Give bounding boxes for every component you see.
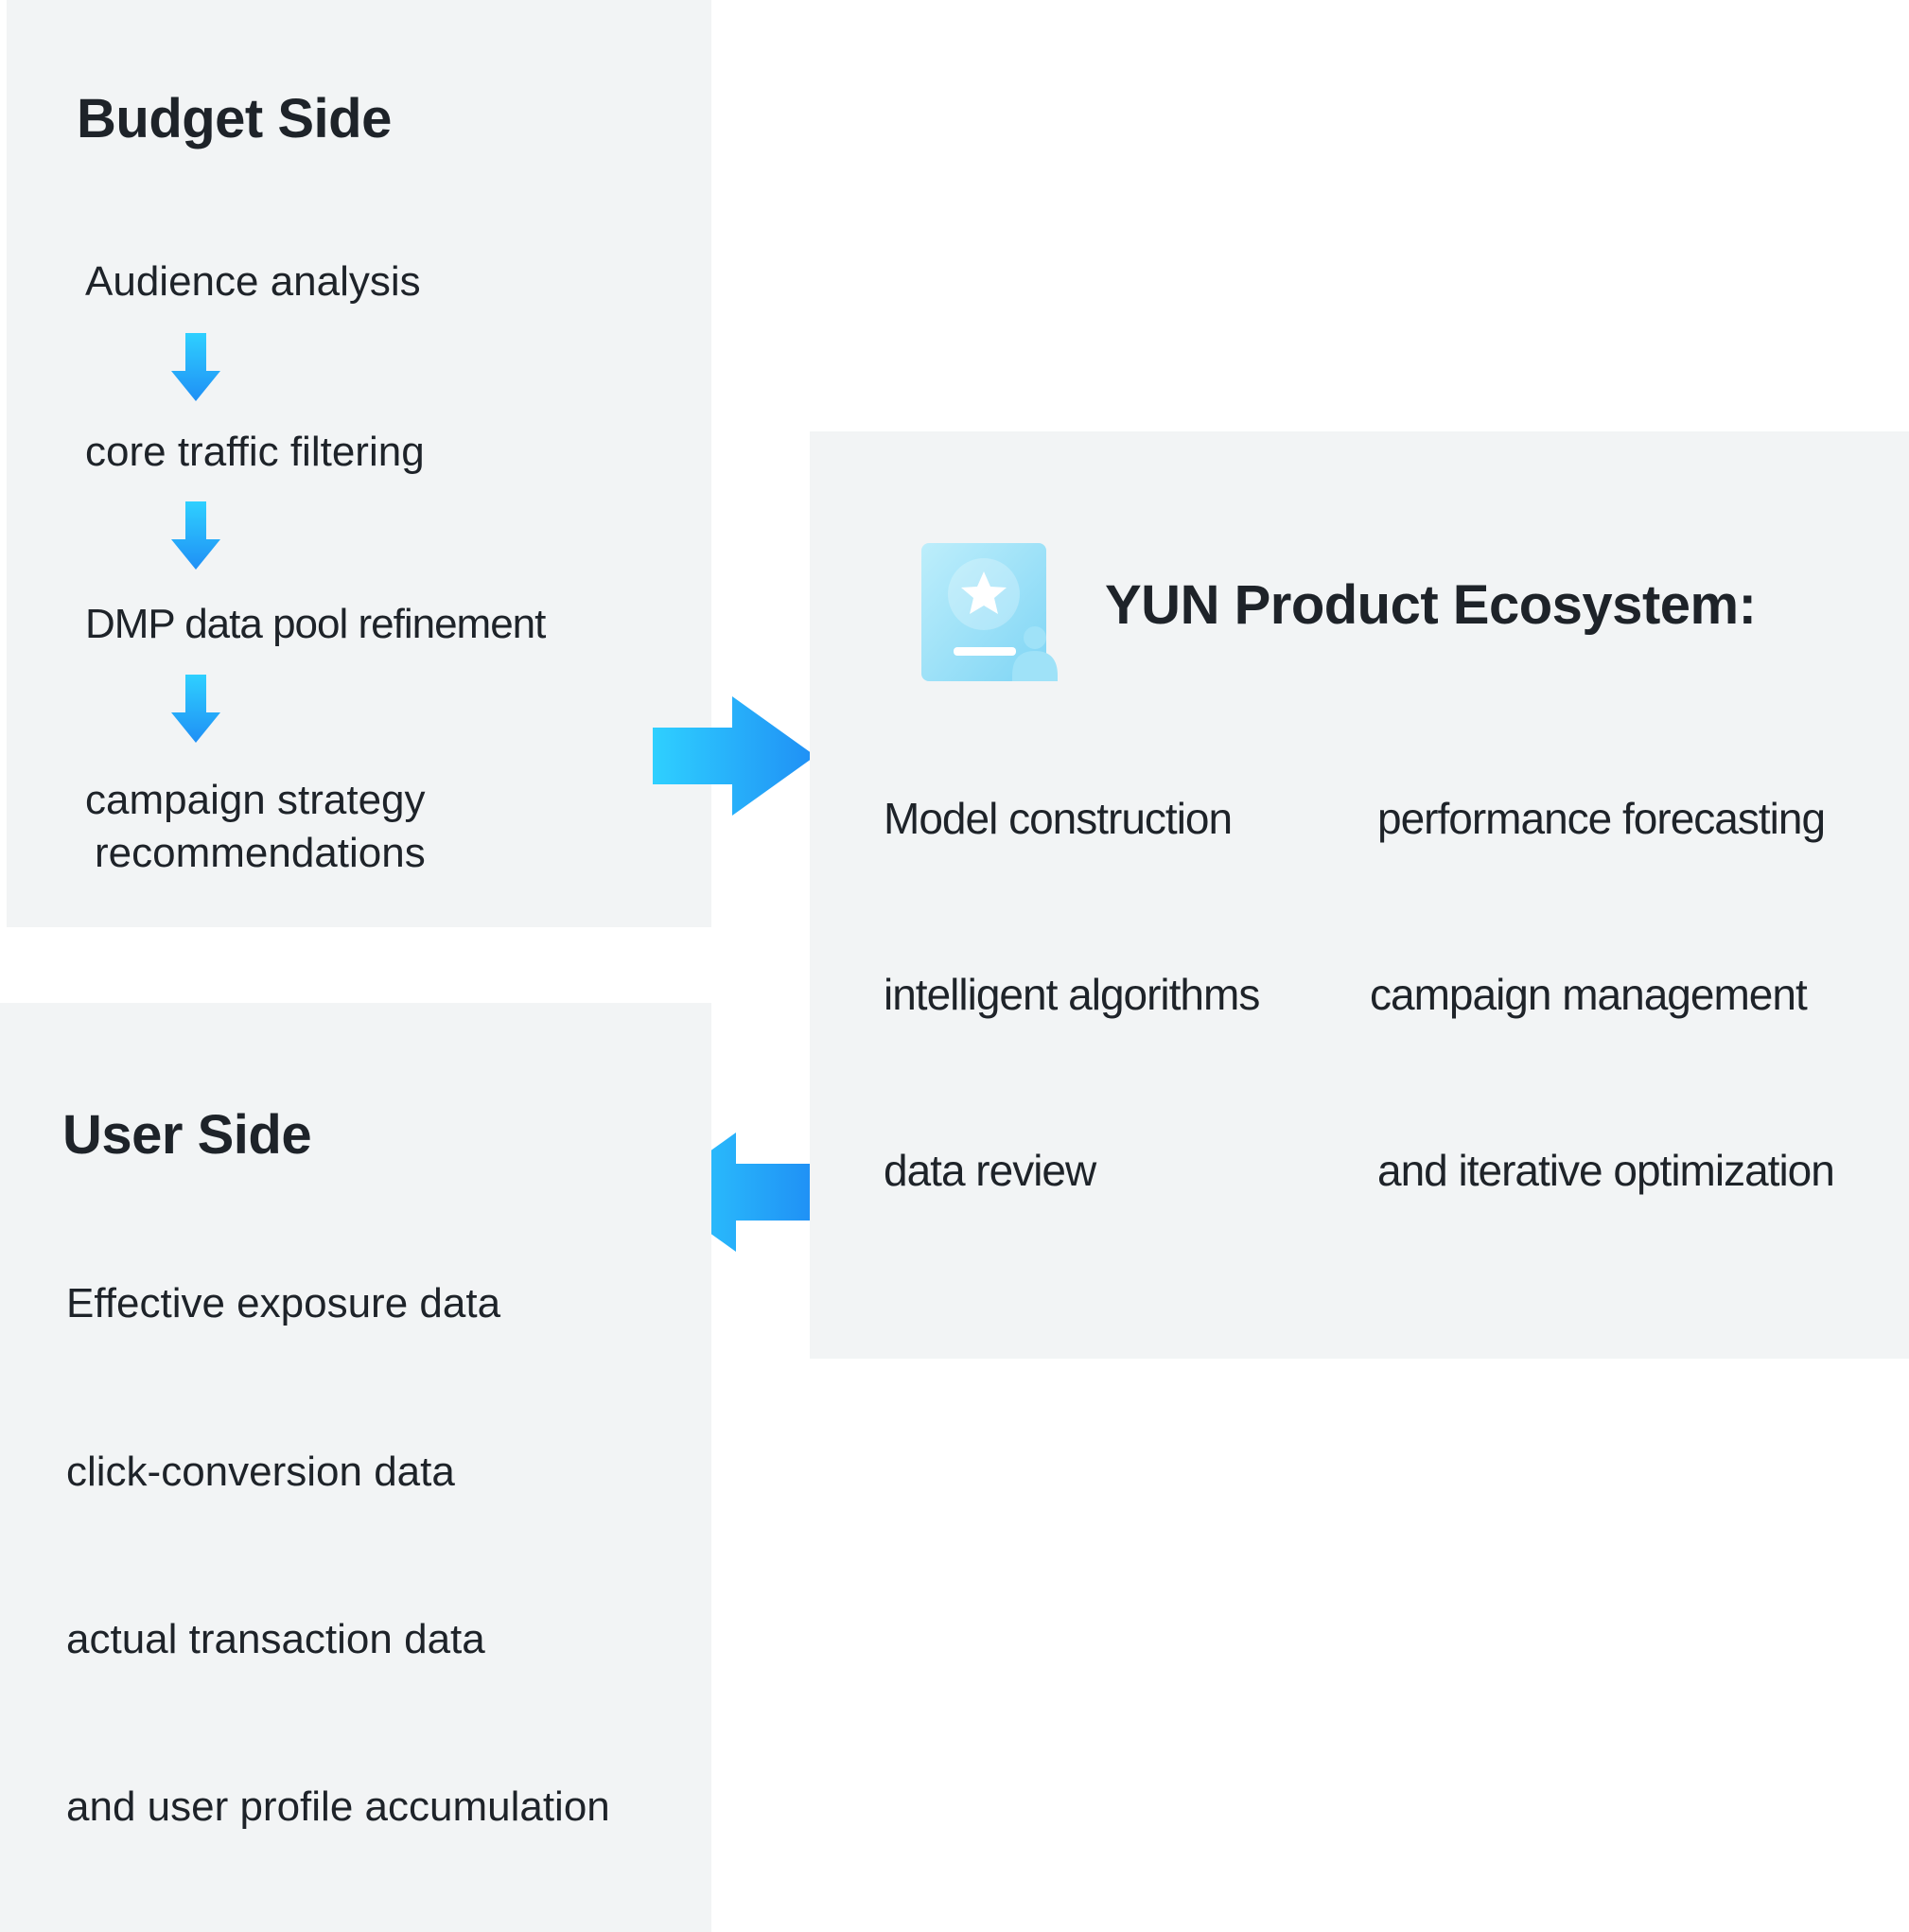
user-side-title: User Side (62, 1104, 312, 1166)
step-core-traffic-filtering: core traffic filtering (85, 429, 425, 475)
down-arrow-icon (171, 333, 220, 401)
down-arrow-icon (171, 501, 220, 570)
certificate-icon (921, 543, 1058, 681)
eco-item-campaign-management: campaign management (1370, 970, 1808, 1019)
user-item-click-conversion: click-conversion data (66, 1449, 455, 1495)
ecosystem-title: YUN Product Ecosystem: (1105, 574, 1757, 636)
eco-item-iterative-optimization: and iterative optimization (1377, 1146, 1835, 1195)
user-item-effective-exposure: Effective exposure data (66, 1280, 501, 1326)
user-item-profile-accumulation: and user profile accumulation (66, 1783, 610, 1830)
eco-item-intelligent-algorithms: intelligent algorithms (884, 970, 1260, 1019)
right-arrow-icon (653, 696, 815, 816)
down-arrow-icon (171, 675, 220, 743)
eco-item-model-construction: Model construction (884, 794, 1233, 843)
eco-item-data-review: data review (884, 1146, 1096, 1195)
left-arrow-icon (653, 1133, 815, 1252)
user-item-actual-transaction: actual transaction data (66, 1616, 485, 1662)
user-side-panel: User Side Effective exposure data click-… (0, 1003, 711, 1932)
step-recommendations: recommendations (95, 830, 426, 876)
budget-side-panel: Budget Side Audience analysis core traff… (7, 0, 711, 927)
eco-item-performance-forecasting: performance forecasting (1377, 794, 1826, 843)
budget-side-title: Budget Side (77, 88, 392, 149)
step-dmp-data-pool-refinement: DMP data pool refinement (85, 601, 546, 647)
ecosystem-panel: YUN Product Ecosystem: Model constructio… (810, 431, 1909, 1359)
step-audience-analysis: Audience analysis (85, 258, 421, 305)
step-campaign-strategy: campaign strategy (85, 777, 426, 823)
